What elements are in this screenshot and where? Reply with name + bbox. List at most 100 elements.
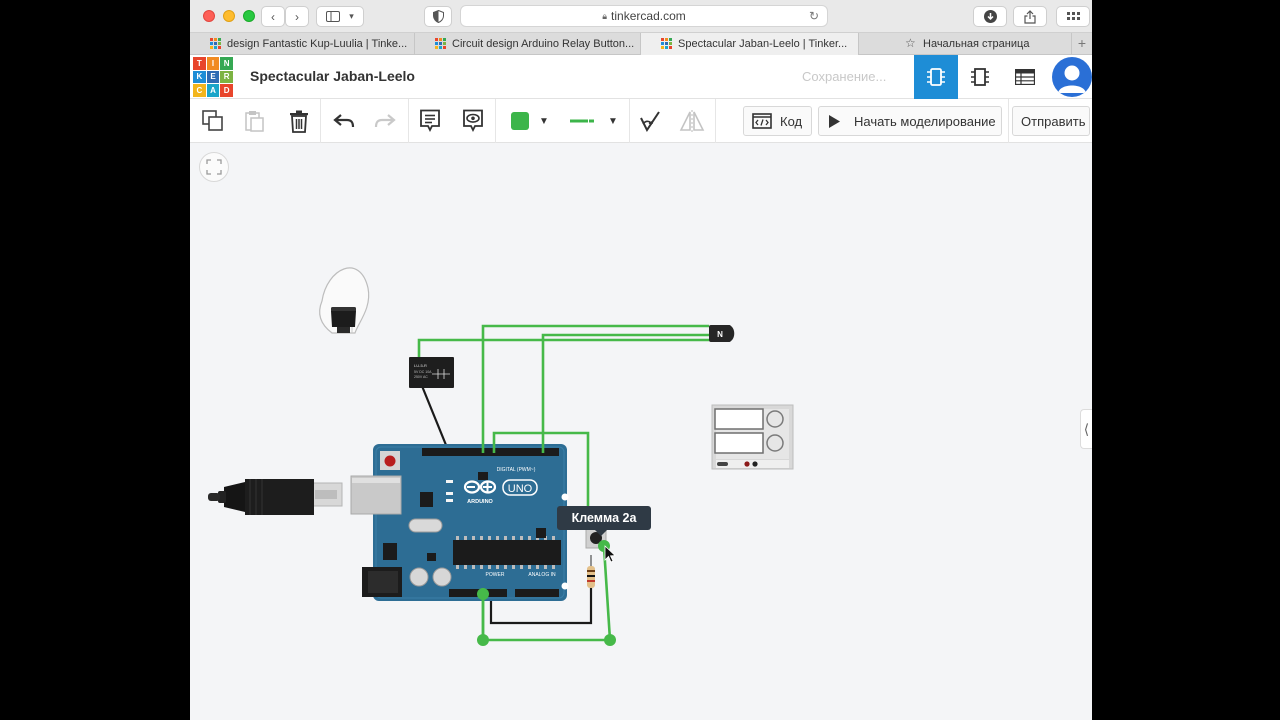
close-window-button[interactable] bbox=[203, 10, 215, 22]
tab-spectacular[interactable]: Spectacular Jaban-Leelo | Tinker... bbox=[641, 33, 859, 55]
tab-overview-button[interactable] bbox=[1056, 6, 1090, 27]
paste-icon bbox=[245, 111, 264, 132]
light-bulb[interactable] bbox=[319, 267, 370, 334]
tab-bar: design Fantastic Kup-Luulia | Tinke... C… bbox=[190, 33, 1092, 55]
sidebar-button[interactable]: ▾ bbox=[316, 6, 364, 27]
color-swatch bbox=[511, 112, 530, 130]
resistor[interactable] bbox=[587, 555, 595, 588]
component-list-icon bbox=[1015, 69, 1035, 85]
save-status: Сохранение... bbox=[802, 69, 887, 84]
tinkercad-favicon-icon bbox=[435, 38, 446, 49]
component-list-button[interactable] bbox=[1003, 55, 1047, 99]
minimize-window-button[interactable] bbox=[223, 10, 235, 22]
circuit-drawing[interactable]: UNO ARDUINO DIGITAL (PWM~) POWER ANALOG … bbox=[190, 143, 1092, 720]
wire-type-picker[interactable]: ▼ bbox=[564, 106, 624, 136]
undo-button[interactable] bbox=[331, 106, 357, 136]
tab-start-page[interactable]: ☆ Начальная страница bbox=[859, 33, 1072, 55]
power-supply[interactable] bbox=[711, 404, 794, 470]
arduino-uno-board[interactable]: UNO ARDUINO DIGITAL (PWM~) POWER ANALOG … bbox=[350, 444, 569, 601]
zoom-to-fit-button[interactable] bbox=[199, 152, 229, 182]
note-icon bbox=[420, 109, 440, 133]
paste-button[interactable] bbox=[242, 106, 268, 136]
wire-junction[interactable] bbox=[477, 540, 616, 646]
logo-cell: K bbox=[193, 70, 206, 84]
npn-transistor[interactable]: N bbox=[709, 325, 735, 342]
chevron-right-icon: › bbox=[295, 9, 299, 24]
add-note-button[interactable] bbox=[417, 106, 443, 136]
address-bar[interactable]: 🔒︎ tinkercad.com ↻ bbox=[460, 5, 828, 27]
share-icon bbox=[1024, 9, 1036, 24]
chevron-left-icon: ‹ bbox=[271, 9, 275, 24]
toolbar-divider bbox=[408, 99, 409, 143]
back-button[interactable]: ‹ bbox=[261, 6, 285, 27]
sidebar-icon bbox=[326, 11, 341, 22]
toolbar-divider bbox=[320, 99, 321, 143]
logo-cell: N bbox=[220, 57, 233, 70]
rotate-button[interactable] bbox=[636, 106, 664, 136]
wire-green[interactable] bbox=[417, 324, 709, 642]
usb-cable[interactable] bbox=[208, 479, 343, 515]
browser-window: ‹ › ▾ 🔒︎ tinkercad.com ↻ design Fantasti… bbox=[190, 0, 1092, 720]
mirror-icon bbox=[679, 110, 705, 132]
components-panel-toggle[interactable]: ⟨ bbox=[1080, 409, 1092, 449]
safari-toolbar: ‹ › ▾ 🔒︎ tinkercad.com ↻ bbox=[190, 0, 1092, 33]
delete-button[interactable] bbox=[286, 106, 312, 136]
logo-cell: I bbox=[206, 57, 220, 70]
privacy-report-button[interactable] bbox=[424, 6, 452, 27]
transistor-label: N bbox=[717, 330, 723, 339]
mirror-button[interactable] bbox=[678, 106, 706, 136]
logo-cell: A bbox=[206, 84, 220, 97]
rotate-icon bbox=[640, 111, 660, 132]
toolbar-divider bbox=[715, 99, 716, 143]
downloads-button[interactable] bbox=[973, 6, 1007, 27]
mouse-cursor-icon bbox=[604, 545, 616, 563]
code-label: Код bbox=[780, 113, 803, 129]
schematic-view-button[interactable] bbox=[958, 55, 1002, 99]
fit-view-icon bbox=[206, 159, 222, 175]
zoom-window-button[interactable] bbox=[243, 10, 255, 22]
forward-button[interactable]: › bbox=[285, 6, 309, 27]
logo-cell: C bbox=[193, 84, 206, 97]
wire-black[interactable] bbox=[420, 385, 593, 625]
tab-title: Начальная страница bbox=[923, 38, 1030, 50]
board-brand-label: ARDUINO bbox=[467, 499, 493, 505]
app-header: T I N K E R C A D Spectacular Jaban-Leel… bbox=[190, 55, 1092, 99]
code-button[interactable]: Код bbox=[743, 106, 812, 136]
relay-component[interactable]: LU-5-R 5V DC 10A 250V AC bbox=[409, 357, 454, 388]
wire-color-picker[interactable]: ▼ bbox=[502, 106, 558, 136]
send-label: Отправить bbox=[1021, 113, 1086, 129]
relay-label-line-3: 250V AC bbox=[414, 375, 428, 379]
play-icon bbox=[829, 114, 840, 128]
chevron-down-icon: ▼ bbox=[608, 115, 618, 127]
copy-icon bbox=[202, 110, 223, 131]
relay-label-line-2: 5V DC 10A bbox=[414, 370, 432, 374]
chevron-left-icon: ⟨ bbox=[1083, 420, 1090, 437]
circuit-canvas[interactable]: UNO ARDUINO DIGITAL (PWM~) POWER ANALOG … bbox=[190, 143, 1092, 720]
reload-icon[interactable]: ↻ bbox=[808, 9, 819, 23]
toggle-notes-button[interactable] bbox=[460, 106, 486, 136]
tab-fantastic[interactable]: design Fantastic Kup-Luulia | Tinke... bbox=[190, 33, 415, 55]
share-button[interactable] bbox=[1013, 6, 1047, 27]
toolbar-divider bbox=[1008, 99, 1009, 143]
logo-cell: D bbox=[220, 84, 233, 97]
logo-cell: E bbox=[206, 70, 220, 84]
redo-button[interactable] bbox=[372, 106, 398, 136]
grid-icon bbox=[1066, 12, 1080, 20]
send-button[interactable]: Отправить bbox=[1012, 106, 1090, 136]
new-tab-button[interactable]: + bbox=[1077, 35, 1087, 51]
start-simulation-button[interactable]: Начать моделирование bbox=[818, 106, 1002, 136]
tinkercad-logo[interactable]: T I N K E R C A D bbox=[193, 57, 233, 97]
relay-label-line-1: LU-5-R bbox=[414, 363, 427, 368]
board-model-label: UNO bbox=[508, 483, 533, 495]
circuit-view-button[interactable] bbox=[914, 55, 958, 99]
copy-button[interactable] bbox=[200, 106, 226, 136]
user-icon bbox=[1058, 65, 1086, 93]
chevron-down-icon: ▾ bbox=[349, 11, 354, 21]
tinkercad-favicon-icon bbox=[661, 38, 672, 49]
tab-relay-button[interactable]: Circuit design Arduino Relay Button... bbox=[415, 33, 641, 55]
editor-toolbar: ▼ ▼ Код Начать моделирование Отправить bbox=[190, 99, 1092, 143]
user-avatar[interactable] bbox=[1052, 57, 1092, 97]
digital-pins-label: DIGITAL (PWM~) bbox=[497, 467, 536, 473]
project-title[interactable]: Spectacular Jaban-Leelo bbox=[250, 68, 415, 84]
analog-pins-label: ANALOG IN bbox=[528, 572, 556, 578]
